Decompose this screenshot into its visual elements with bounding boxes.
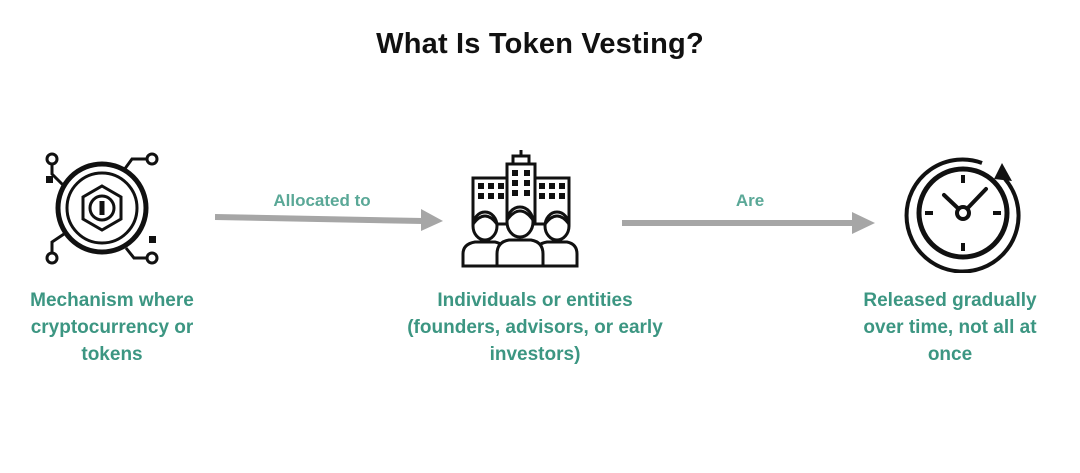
node-label-line: once bbox=[927, 344, 973, 365]
node-label-line: (founders, advisors, or early bbox=[407, 317, 663, 338]
node-label-mechanism: Mechanism where cryptocurrency or tokens bbox=[2, 287, 222, 368]
arrow-node2-to-node3 bbox=[622, 210, 877, 241]
arrow-node1-to-node2 bbox=[214, 206, 445, 237]
crypto-token-circuit-icon bbox=[42, 150, 162, 270]
node-label-released: Released gradually over time, not all at… bbox=[838, 287, 1062, 368]
node-label-line: Released gradually bbox=[863, 290, 1037, 311]
node-label-line: Individuals or entities bbox=[437, 290, 633, 311]
edge-label-are: Are bbox=[735, 191, 765, 210]
node-label-line: tokens bbox=[81, 344, 143, 365]
edge-label-allocated-to: Allocated to bbox=[273, 191, 371, 210]
node-label-line: over time, not all at bbox=[863, 317, 1037, 338]
people-buildings-icon bbox=[459, 150, 581, 268]
clock-cycle-icon bbox=[900, 155, 1026, 273]
node-label-line: cryptocurrency or bbox=[30, 317, 194, 338]
node-label-line: Mechanism where bbox=[30, 290, 194, 311]
node-label-individuals: Individuals or entities (founders, advis… bbox=[385, 287, 685, 368]
diagram-title: What Is Token Vesting? bbox=[376, 28, 704, 60]
node-label-line: investors) bbox=[489, 344, 581, 365]
